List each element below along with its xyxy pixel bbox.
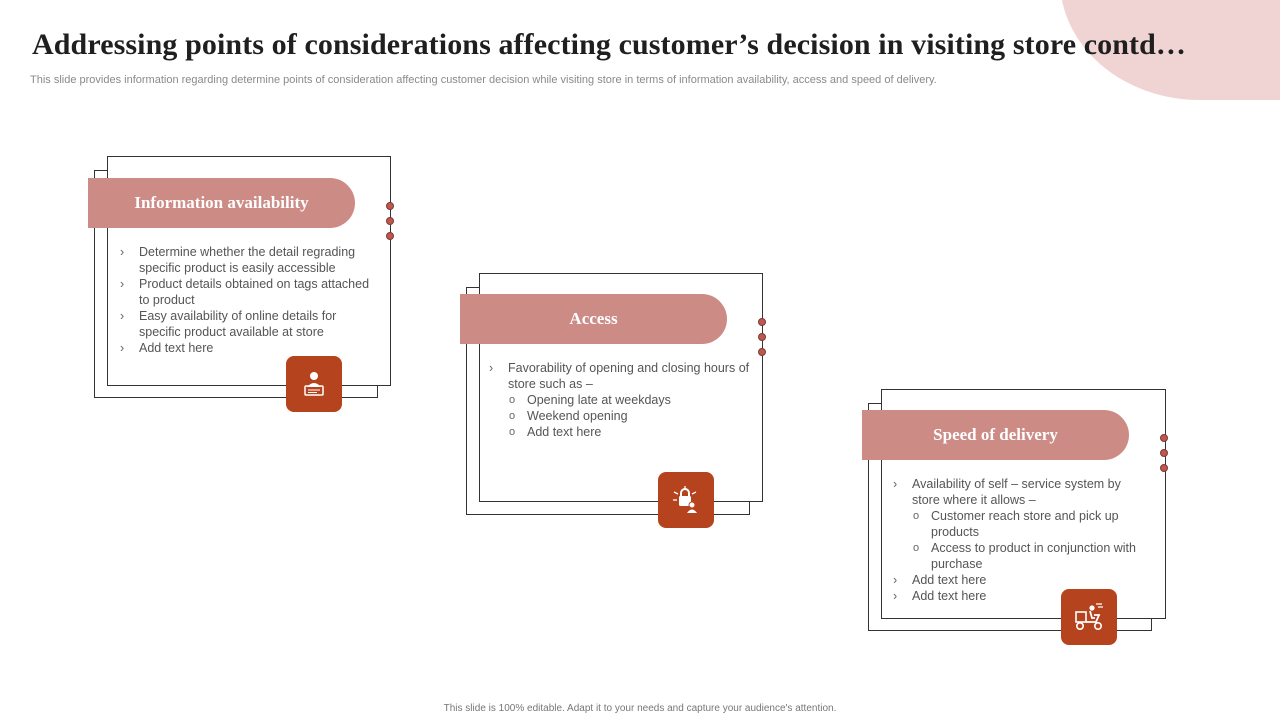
page-title: Addressing points of considerations affe… [32,28,1187,61]
page-subtitle: This slide provides information regardin… [30,74,937,86]
person-document-icon [286,356,342,412]
list-item: Add text here [893,588,1148,604]
card-heading: Speed of delivery [862,410,1129,460]
list-item: Add text here [120,340,372,356]
list-item: Easy availability of online details for … [120,308,372,340]
card-content: Favorability of opening and closing hour… [489,360,751,440]
connector-dots [758,318,766,363]
sub-list-item: Opening late at weekdays [489,392,751,408]
lock-person-icon [658,472,714,528]
card-content: Availability of self – service system by… [893,476,1148,604]
card-content: Determine whether the detail regrading s… [120,244,372,356]
list-item: Availability of self – service system by… [893,476,1148,508]
sub-list-item: Access to product in conjunction with pu… [893,540,1148,572]
sub-list-item: Add text here [489,424,751,440]
card-heading: Information availability [88,178,355,228]
list-item: Product details obtained on tags attache… [120,276,372,308]
card-heading: Access [460,294,727,344]
sub-list-item: Customer reach store and pick up product… [893,508,1148,540]
list-item: Determine whether the detail regrading s… [120,244,372,276]
footer-note: This slide is 100% editable. Adapt it to… [443,703,837,714]
list-item: Favorability of opening and closing hour… [489,360,751,392]
connector-dots [386,202,394,247]
list-item: Add text here [893,572,1148,588]
sub-list-item: Weekend opening [489,408,751,424]
delivery-scooter-icon [1061,589,1117,645]
connector-dots [1160,434,1168,479]
